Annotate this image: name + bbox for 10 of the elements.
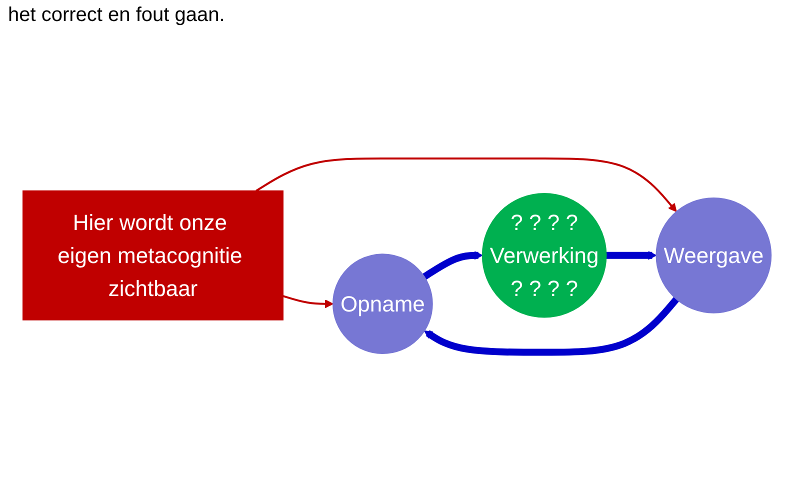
- node-circle: ? ? ? ? Verwerking ? ? ? ?: [482, 192, 608, 318]
- arrow: [283, 295, 334, 308]
- node-circle: Opname: [332, 254, 434, 354]
- arrow: [422, 250, 484, 280]
- node-circle: Weergave: [656, 197, 772, 314]
- arrow: [606, 250, 658, 260]
- node-box: Hier wordt onze eigen metacognitie zichtbaar: [22, 190, 284, 320]
- arrow: [424, 296, 680, 356]
- arrow: [256, 157, 678, 212]
- note-text: het correct en fout gaan.: [8, 4, 226, 27]
